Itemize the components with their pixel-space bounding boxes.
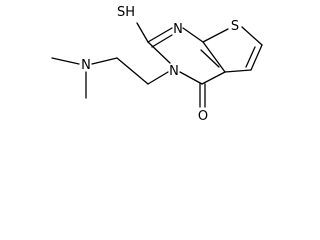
bond-c6-c5 — [250, 44, 263, 71]
bond-c4a-c7a — [202, 41, 226, 73]
bond-n1-c7a — [182, 27, 204, 43]
bond-c2-n1 — [147, 27, 173, 43]
bond-ch2-ch2 — [116, 57, 149, 85]
carbonyl-oxygen-label: O — [198, 109, 208, 124]
sulfanyl-group-label: SH — [117, 5, 135, 20]
bond-c4a-c4 — [201, 71, 226, 85]
bond-n3-c2 — [147, 41, 171, 64]
bond-c2-sh — [136, 22, 149, 43]
ring-nitrogen-top-label: N — [173, 22, 183, 37]
bond-ch2-namine — [91, 57, 118, 65]
bond-c4-n3 — [179, 71, 203, 85]
thiophene-sulfur-label: S — [231, 19, 239, 34]
bond-c5-c4a — [224, 69, 252, 73]
bond-namine-methyl-left — [51, 57, 80, 65]
bond-c4a-c7a-double — [200, 49, 220, 68]
bond-c7a-s — [202, 28, 229, 43]
bond-layer — [51, 22, 263, 108]
bond-s-c6 — [241, 26, 263, 46]
bond-n3-ch2 — [147, 71, 169, 85]
bond-c2-n1-double — [151, 34, 173, 48]
amine-nitrogen-label: N — [81, 58, 91, 73]
bond-c6-c5-double — [245, 46, 256, 68]
chemical-structure-diagram: SH N S N N O — [51, 5, 263, 124]
ring-nitrogen-substituted-label: N — [169, 64, 179, 79]
atom-label-layer: SH N S N N O — [81, 5, 239, 124]
